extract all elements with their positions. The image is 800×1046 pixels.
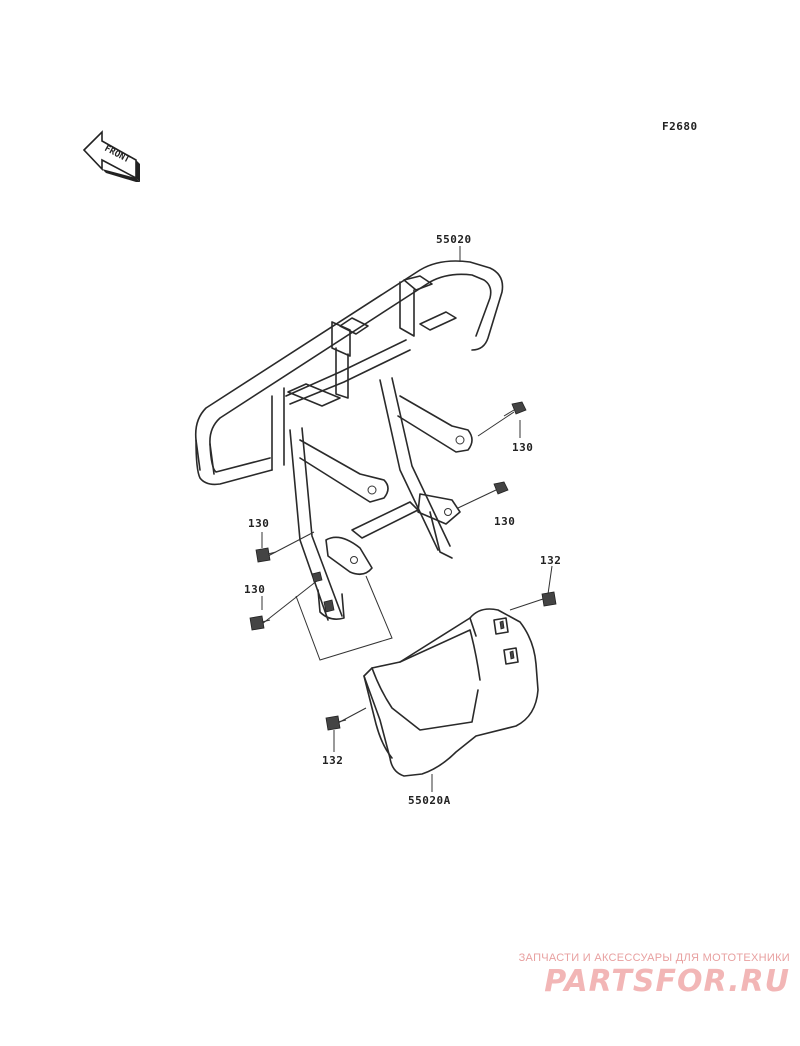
front-guard-cover [363,608,539,777]
bolt-icon-upper-right [503,401,527,417]
callout-132-cover-right: 132 [540,554,561,567]
bolt-icon-cover-left [325,715,347,731]
watermark-tagline: ЗАПЧАСТИ И АКСЕССУАРЫ ДЛЯ МОТОТЕХНИКИ [518,952,790,964]
bolt-icon-left-lower [249,615,271,631]
callout-130-upper-right: 130 [512,441,533,454]
callout-132-cover-left: 132 [322,754,343,767]
nut-icon-frame-a [311,571,323,583]
callout-130-left-lower: 130 [244,583,265,596]
alignment-guide [295,575,393,661]
leader-lines [261,246,553,792]
callout-130-left-upper: 130 [248,517,269,530]
bolt-icon-mid-right [493,481,509,495]
callout-130-mid-right: 130 [494,515,515,528]
front-arrow-icon: FRONT [82,130,140,182]
nut-icon-frame-b [323,599,335,613]
bolt-icon-cover-right [541,591,557,607]
callout-55020A: 55020A [408,794,451,807]
callout-55020: 55020 [436,233,472,246]
front-guard-frame [194,260,504,621]
bolt-icon-left-upper [255,547,277,563]
figure-code: F2680 [662,120,698,133]
watermark-logo: PARTSFOR.RU [544,964,790,999]
